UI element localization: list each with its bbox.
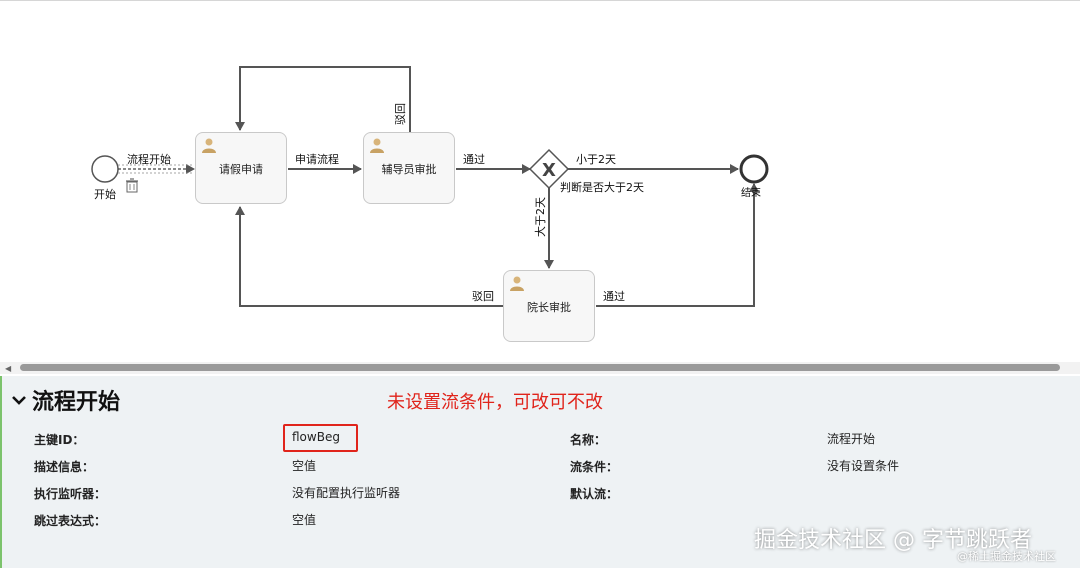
task-label: 院长审批 (527, 301, 571, 314)
prop-key-desc: 描述信息： (34, 460, 95, 474)
start-event[interactable] (91, 155, 119, 183)
highlight-box (283, 424, 358, 452)
flow-label-apply: 申请流程 (295, 153, 339, 166)
flow-reject-2[interactable] (235, 206, 503, 307)
properties-panel: 流程开始 未设置流条件，可改可不改 主键ID： flowBeg 名称： 流程开始… (0, 376, 1080, 568)
gateway-label: 判断是否大于2天 (560, 181, 644, 194)
user-icon (510, 276, 524, 291)
exclusive-gateway[interactable] (528, 148, 570, 190)
flow-lines: X (91, 66, 769, 307)
trash-icon[interactable] (126, 178, 138, 193)
prop-key-id: 主键ID： (34, 433, 85, 447)
end-event[interactable] (739, 154, 769, 184)
end-event-label: 结束 (741, 188, 761, 199)
task-label: 请假申请 (219, 163, 263, 176)
flow-label-pass-1: 通过 (463, 153, 485, 166)
annotation-note: 未设置流条件，可改可不改 (387, 392, 603, 413)
panel-title: 流程开始 (32, 390, 121, 415)
flow-label-pass-2: 通过 (603, 290, 625, 303)
prop-val-listener[interactable]: 没有配置执行监听器 (292, 486, 401, 500)
panel-header[interactable]: 流程开始 (10, 384, 120, 416)
scroll-left-arrow-icon[interactable]: ◀ (5, 364, 12, 373)
flow-reject-1[interactable] (235, 66, 411, 132)
task-dean-approve[interactable]: 院长审批 (503, 270, 595, 342)
task-leave-request[interactable]: 请假申请 (195, 132, 287, 204)
prop-key-listener: 执行监听器： (34, 487, 107, 501)
bpmn-canvas[interactable]: X 请假申请 辅导员审批 院长审批 开始 结束 (0, 0, 1080, 370)
chevron-down-icon[interactable] (10, 391, 28, 409)
start-event-label: 开始 (94, 188, 116, 201)
user-icon (370, 138, 384, 153)
flow-label-more-2-days: 大于2天 (534, 197, 547, 237)
prop-key-condition: 流条件： (570, 460, 619, 474)
flow-label-less-2-days: 小于2天 (576, 153, 616, 166)
prop-val-id[interactable]: flowBeg (292, 430, 340, 444)
watermark-sub: @稀土掘金技术社区 (957, 550, 1056, 563)
gateway-x-icon: X (542, 160, 556, 181)
user-icon (202, 138, 216, 153)
prop-val-condition[interactable]: 没有设置条件 (827, 459, 900, 473)
prop-key-default-flow: 默认流： (570, 487, 619, 501)
flow-pass-2[interactable] (596, 183, 759, 307)
flow-label-reject-2: 驳回 (472, 290, 494, 303)
watermark: 掘金技术社区 @ 字节跳跃者 (754, 528, 1032, 553)
scrollbar-thumb[interactable] (20, 364, 1060, 371)
flow-label-process-start: 流程开始 (127, 153, 171, 166)
prop-val-desc[interactable]: 空值 (292, 459, 317, 473)
prop-key-name: 名称： (570, 433, 607, 447)
prop-key-skip-expression: 跳过表达式： (34, 514, 107, 528)
task-counselor-approve[interactable]: 辅导员审批 (363, 132, 455, 204)
prop-val-skip-expression[interactable]: 空值 (292, 513, 317, 527)
flow-label-reject-1: 驳回 (394, 103, 407, 125)
task-label: 辅导员审批 (381, 163, 437, 176)
prop-val-name[interactable]: 流程开始 (827, 432, 876, 446)
